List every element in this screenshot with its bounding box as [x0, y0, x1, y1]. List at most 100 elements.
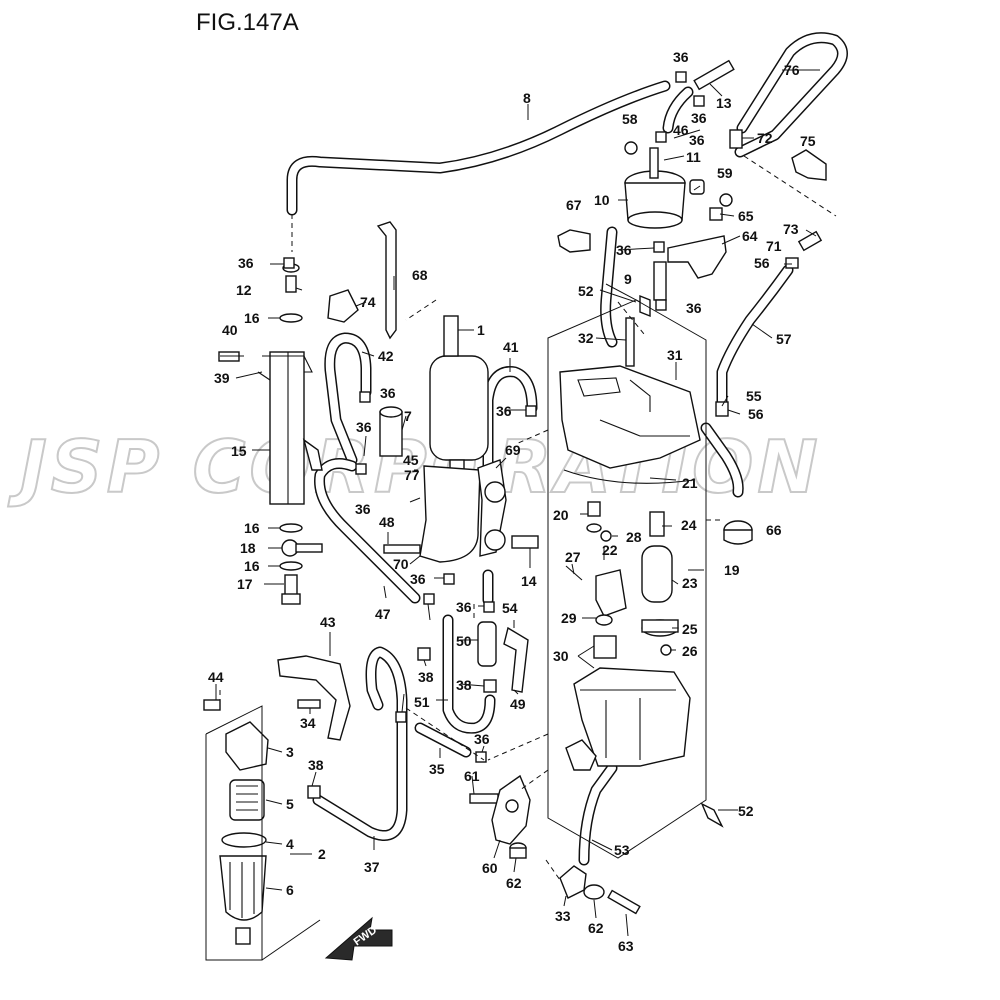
callout-71: 71 — [766, 238, 782, 254]
leaders — [215, 69, 820, 937]
callout-68: 68 — [412, 267, 428, 283]
callout-52-a: 52 — [578, 283, 594, 299]
callout-72: 72 — [757, 130, 773, 146]
callout-12: 12 — [236, 282, 252, 298]
callout-42: 42 — [378, 348, 394, 364]
callout-14: 14 — [521, 573, 537, 589]
callout-8: 8 — [523, 90, 531, 106]
callout-27: 27 — [565, 549, 581, 565]
callout-24: 24 — [681, 517, 697, 533]
callout-59: 59 — [717, 165, 733, 181]
callout-63: 63 — [618, 938, 634, 954]
callout-62-a: 62 — [506, 875, 522, 891]
callout-9: 9 — [624, 271, 632, 287]
callout-36-c: 36 — [689, 132, 705, 148]
callout-11: 11 — [686, 149, 701, 165]
callout-73: 73 — [783, 221, 799, 237]
callout-50: 50 — [456, 633, 472, 649]
callout-55: 55 — [746, 388, 762, 404]
callout-33: 33 — [555, 908, 571, 924]
callout-38-b: 38 — [456, 677, 472, 693]
callout-3: 3 — [286, 744, 294, 760]
callout-30: 30 — [553, 648, 569, 664]
callout-34: 34 — [300, 715, 316, 731]
callout-20: 20 — [553, 507, 569, 523]
callout-4: 4 — [286, 836, 294, 852]
callout-61: 61 — [464, 768, 480, 784]
hoses — [286, 32, 848, 866]
callout-17: 17 — [237, 576, 253, 592]
callout-40: 40 — [222, 322, 238, 338]
callout-75: 75 — [800, 133, 816, 149]
parts: FWD — [203, 59, 827, 961]
callout-69: 69 — [505, 442, 521, 458]
callout-31: 31 — [667, 347, 683, 363]
callout-62-b: 62 — [588, 920, 604, 936]
callout-18: 18 — [240, 540, 256, 556]
callout-65: 65 — [738, 208, 754, 224]
callout-36-a: 36 — [673, 49, 689, 65]
callout-32: 32 — [578, 330, 594, 346]
callout-56-a: 56 — [754, 255, 770, 271]
callout-36-e: 36 — [686, 300, 702, 316]
callout-6: 6 — [286, 882, 294, 898]
callout-36-m: 36 — [474, 731, 490, 747]
callout-58: 58 — [622, 111, 638, 127]
callout-36-f: 36 — [238, 255, 254, 271]
callout-54: 54 — [502, 600, 518, 616]
callout-10: 10 — [594, 192, 610, 208]
callout-45: 45 — [403, 452, 419, 468]
callout-36-b: 36 — [691, 110, 707, 126]
callout-16-c: 16 — [244, 558, 260, 574]
callout-76: 76 — [784, 62, 800, 78]
callout-15: 15 — [231, 443, 247, 459]
callout-21: 21 — [682, 475, 698, 491]
group-lines — [205, 155, 837, 961]
bracket-15 — [269, 351, 305, 505]
callout-46: 46 — [673, 122, 689, 138]
callout-49: 49 — [510, 696, 526, 712]
callout-29: 29 — [561, 610, 577, 626]
callout-37: 37 — [364, 859, 380, 875]
callout-36-i: 36 — [356, 419, 372, 435]
callout-39: 39 — [214, 370, 230, 386]
callout-1: 1 — [477, 322, 485, 338]
callout-60: 60 — [482, 860, 498, 876]
callout-36-d: 36 — [616, 242, 632, 258]
callout-35: 35 — [429, 761, 445, 777]
callout-26: 26 — [682, 643, 698, 659]
callout-7: 7 — [404, 408, 412, 424]
callout-64: 64 — [742, 228, 758, 244]
callout-36-k: 36 — [410, 571, 426, 587]
callout-66: 66 — [766, 522, 782, 538]
callout-28: 28 — [626, 529, 642, 545]
callout-52-b: 52 — [738, 803, 754, 819]
callout-44: 44 — [208, 669, 224, 685]
callout-36-j: 36 — [355, 501, 371, 517]
callout-77: 77 — [404, 467, 420, 483]
callout-16-b: 16 — [244, 520, 260, 536]
callout-57: 57 — [776, 331, 792, 347]
callout-56-b: 56 — [748, 406, 764, 422]
callout-36-h: 36 — [496, 403, 512, 419]
fwd-arrow-icon — [324, 916, 393, 961]
callout-41: 41 — [503, 339, 519, 355]
callout-5: 5 — [286, 796, 294, 812]
callout-19: 19 — [724, 562, 740, 578]
callout-74: 74 — [360, 294, 376, 310]
callout-43: 43 — [320, 614, 336, 630]
callout-labels: 1 2 3 4 5 6 7 8 9 10 11 12 13 14 15 16 1… — [208, 49, 816, 954]
callout-36-g: 36 — [380, 385, 396, 401]
figure-title: FIG.147A — [196, 9, 299, 36]
callout-38-a: 38 — [418, 669, 434, 685]
callout-36-l: 36 — [456, 599, 472, 615]
callout-48: 48 — [379, 514, 395, 530]
callout-67: 67 — [566, 197, 582, 213]
callout-53: 53 — [614, 842, 630, 858]
callout-2: 2 — [318, 846, 326, 862]
fuel-pump-1 — [429, 355, 489, 461]
callout-51: 51 — [414, 694, 430, 710]
callout-13: 13 — [716, 95, 732, 111]
